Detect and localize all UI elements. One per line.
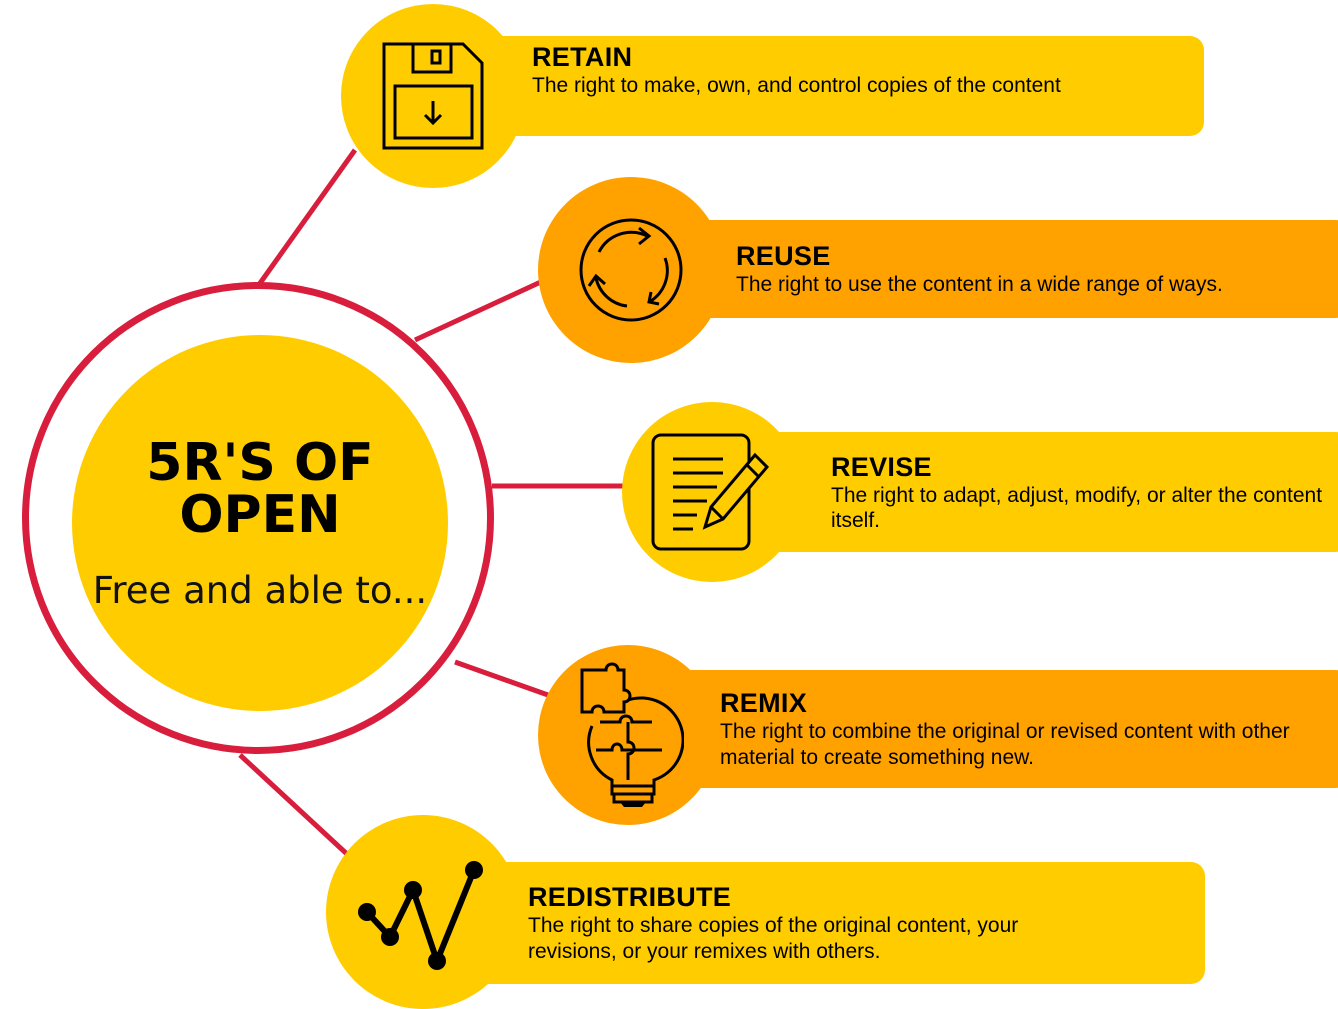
reuse-icon-circle — [538, 177, 724, 363]
puzzle-lightbulb-icon — [580, 662, 684, 807]
remix-icon-circle — [538, 645, 718, 825]
floppy-disk-icon — [382, 42, 484, 150]
document-pencil-icon — [651, 433, 770, 551]
connector-redistribute — [238, 753, 350, 857]
hub-circle: 5R'S OF OPEN Free and able to... — [72, 335, 448, 711]
connector-reuse — [413, 277, 547, 343]
remix-bar: REMIX The right to combine the original … — [632, 670, 1338, 788]
revise-description: The right to adapt, adjust, modify, or a… — [831, 483, 1323, 532]
recycle-arrows-icon — [579, 218, 683, 322]
remix-description: The right to combine the original or rev… — [720, 719, 1290, 769]
connector-remix — [454, 659, 549, 698]
revise-title: REVISE — [831, 451, 932, 482]
hub-subtitle: Free and able to... — [92, 569, 428, 612]
revise-bar: REVISE The right to adapt, adjust, modif… — [725, 432, 1338, 552]
retain-icon-circle — [341, 4, 525, 188]
retain-description: The right to make, own, and control copi… — [532, 74, 1061, 97]
reuse-description: The right to use the content in a wide r… — [736, 272, 1223, 296]
reuse-title: REUSE — [736, 240, 831, 271]
revise-icon-circle — [622, 402, 802, 582]
retain-title: RETAIN — [532, 42, 633, 72]
retain-bar: RETAIN The right to make, own, and contr… — [420, 36, 1204, 136]
redistribute-description: The right to share copies of the origina… — [528, 913, 1019, 963]
hub-title: 5R'S OF OPEN — [146, 433, 374, 545]
connector-retain — [255, 148, 358, 288]
redistribute-title: REDISTRIBUTE — [528, 881, 732, 912]
remix-title: REMIX — [720, 687, 808, 718]
reuse-bar: REUSE The right to use the content in a … — [640, 220, 1338, 318]
redistribute-icon-circle — [326, 815, 520, 1009]
line-graph-icon — [358, 861, 483, 970]
redistribute-bar: REDISTRIBUTE The right to share copies o… — [410, 862, 1205, 984]
